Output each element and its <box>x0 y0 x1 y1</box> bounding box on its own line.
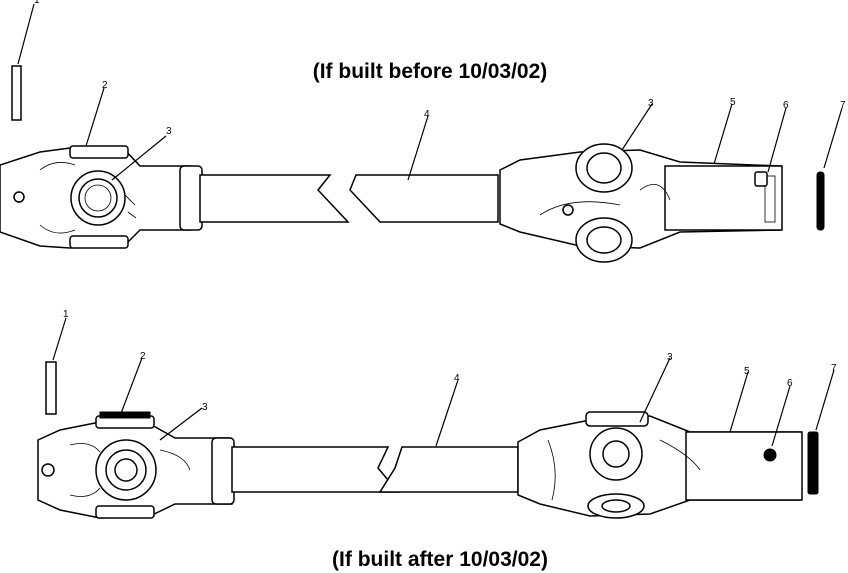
part-2-left-yoke-bottom: 2 3 <box>37 351 235 519</box>
callout-3-top-right: 3 <box>648 98 654 109</box>
callout-4-top: 4 <box>424 109 430 120</box>
part-1-pin-top: 1 <box>11 0 40 121</box>
callout-1-top: 1 <box>34 0 40 6</box>
part-2-left-yoke-top: 2 3 <box>0 80 203 249</box>
part-7-coil-bottom: 7 <box>807 363 837 495</box>
callout-1-bottom: 1 <box>63 309 69 320</box>
callout-7-top: 7 <box>840 100 846 111</box>
part-5-right-yoke-top: 3 5 6 <box>499 97 789 263</box>
part-4-shaft-top: 4 <box>199 109 499 223</box>
title-after: (If built after 10/03/02) <box>332 548 548 571</box>
callout-6-bottom: 6 <box>787 378 793 389</box>
callout-2-bottom: 2 <box>140 351 146 362</box>
part-4-shaft-bottom: 4 <box>231 373 519 493</box>
assembly-before: 1 2 3 4 <box>0 0 846 263</box>
part-1-pin-bottom: 1 <box>45 309 69 415</box>
callout-6-top: 6 <box>783 100 789 111</box>
assembly-after: 1 2 3 4 <box>37 309 837 519</box>
callout-4-bottom: 4 <box>454 373 460 384</box>
part-5-right-yoke-bottom: 3 5 6 <box>517 352 803 519</box>
callout-5-bottom: 5 <box>744 366 750 377</box>
callout-3-bottom-right: 3 <box>667 352 673 363</box>
callout-2-top: 2 <box>102 80 108 91</box>
callout-3-top-left: 3 <box>166 126 172 137</box>
callout-7-bottom: 7 <box>831 363 837 374</box>
callout-3-bottom-left: 3 <box>202 402 208 413</box>
callout-5-top: 5 <box>730 97 736 108</box>
title-before: (If built before 10/03/02) <box>313 60 548 83</box>
part-7-clip-top: 7 <box>816 100 846 231</box>
